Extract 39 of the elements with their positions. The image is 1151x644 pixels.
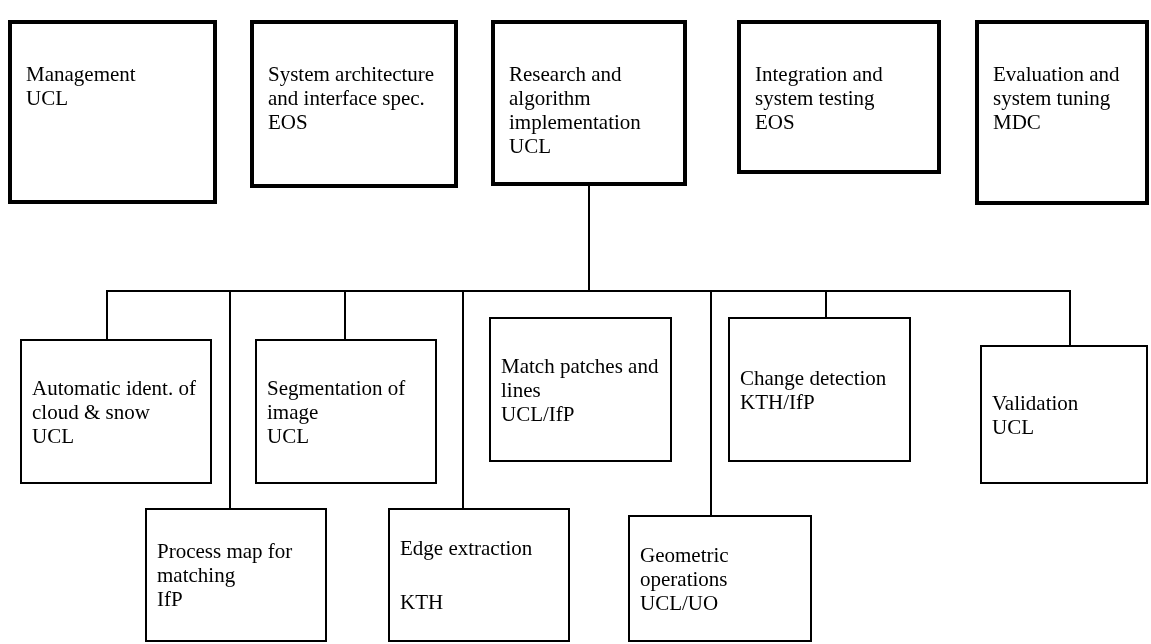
task-title: Validation (992, 390, 1080, 415)
partner-label: UCL (26, 86, 69, 110)
task-title: Segmentation of image (267, 375, 407, 424)
task-title: Evaluation and system tuning (993, 62, 1121, 110)
subtask-box (20, 339, 212, 484)
partner-label: EOS (268, 110, 309, 134)
subtask-box (489, 317, 672, 462)
subtask-box (145, 508, 327, 642)
partner-label: MDC (993, 110, 1042, 134)
partner-label: UCL/UO (640, 590, 719, 615)
subtask-box (388, 508, 570, 642)
partner-label: IfP (157, 587, 184, 611)
task-title: Geometric operations (640, 542, 730, 591)
task-title: Research and algorithm implementation (509, 62, 642, 134)
partner-label: UCL (509, 134, 552, 158)
task-title: Process map for matching (157, 539, 294, 587)
subtask-box (980, 345, 1148, 484)
partner-label: UCL/IfP (501, 401, 576, 426)
task-box (491, 20, 687, 186)
partner-label: UCL (992, 414, 1035, 439)
subtask-box (628, 515, 812, 642)
task-title: Automatic ident. of cloud & snow (32, 375, 197, 424)
task-box (250, 20, 458, 188)
task-title: System architecture and interface spec. (268, 62, 436, 110)
task-box (737, 20, 941, 174)
task-box (975, 20, 1149, 205)
task-title: Integration and system testing (755, 62, 884, 110)
task-title: Edge extraction (400, 536, 534, 560)
partner-label: UCL (267, 423, 309, 448)
task-title: Management (26, 62, 137, 86)
partner-label: KTH/IfP (740, 389, 816, 414)
subtask-box (255, 339, 437, 484)
task-title: Match patches and lines (501, 353, 660, 402)
partner-label: UCL (32, 423, 75, 448)
task-box (8, 20, 217, 204)
task-title: Change detection (740, 365, 888, 390)
partner-label: KTH (400, 590, 445, 614)
subtask-box (728, 317, 911, 462)
partner-label: EOS (755, 110, 796, 134)
